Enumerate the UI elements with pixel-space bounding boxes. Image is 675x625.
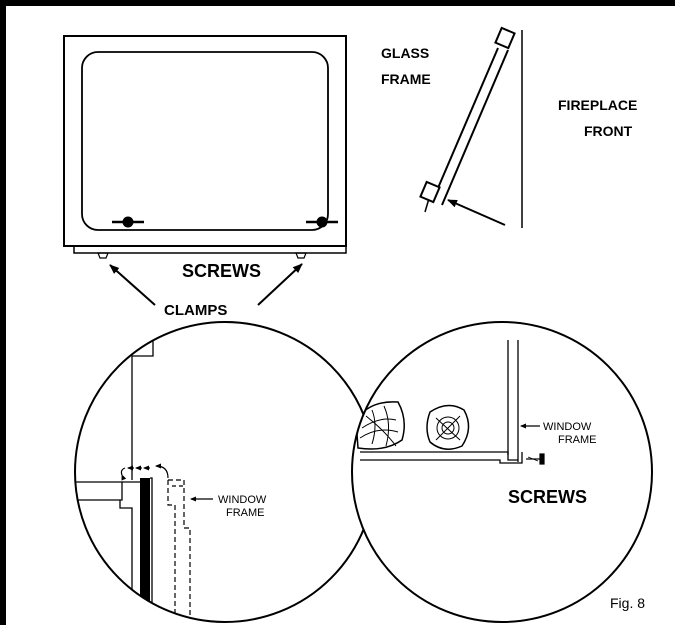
screw-detail [526, 453, 545, 465]
clamps-label: CLAMPS [164, 302, 227, 319]
glass-frame-side-view [419, 26, 523, 228]
detail-circle-right [351, 321, 653, 623]
glass-frame-label-2: FRAME [381, 71, 431, 87]
window-frame-left-label-2: FRAME [226, 507, 265, 519]
fireplace-front-label-1: FIREPLACE [558, 97, 637, 113]
window-frame-right-label-2: FRAME [558, 434, 597, 446]
glass-frame-label-1: GLASS [381, 45, 429, 61]
detail-circle-left [74, 321, 376, 623]
side-view-arrow [447, 199, 506, 226]
clamp-arrow-left [109, 264, 156, 306]
screws-right-label: SCREWS [508, 487, 587, 507]
fireplace-front-label-2: FRONT [584, 123, 633, 139]
glass-frame-front-view [63, 35, 347, 259]
window-frame-right-label-1: WINDOW [543, 421, 592, 433]
screws-top-label: SCREWS [182, 261, 261, 281]
window-frame-left-label-1: WINDOW [218, 494, 267, 506]
figure-number: Fig. 8 [610, 595, 645, 611]
clamp-arrow-right [257, 263, 303, 306]
